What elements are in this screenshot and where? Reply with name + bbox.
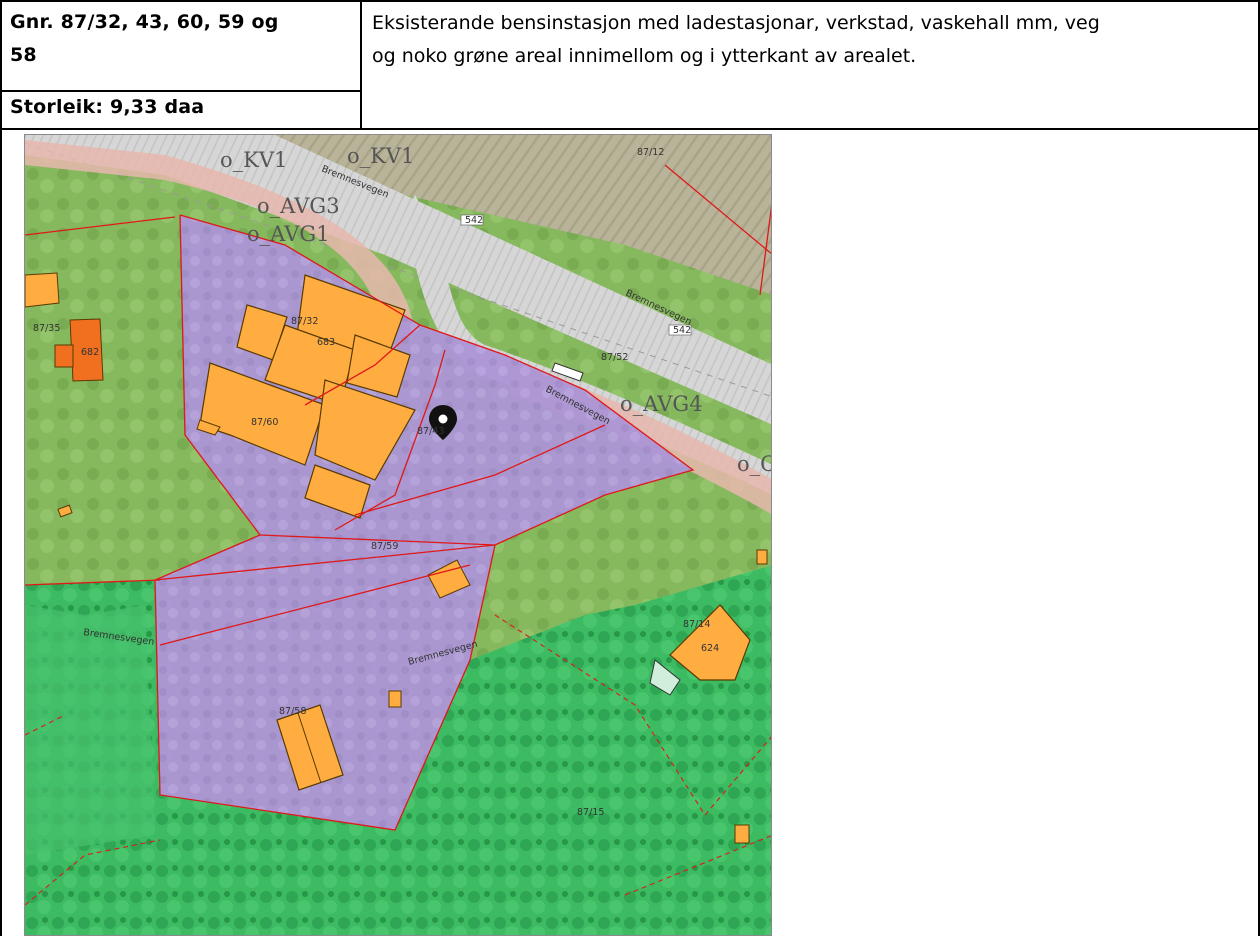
gnr-label-line1: Gnr. 87/32, 43, 60, 59 og [10, 11, 279, 33]
parcel-label: 87/58 [279, 706, 306, 717]
parcel-boundaries [25, 164, 771, 831]
road-number-badge [668, 324, 692, 336]
building-87-14 [649, 604, 751, 696]
parcel-label: 87/15 [577, 807, 604, 818]
parcel-label: 87/32 [291, 316, 318, 327]
zoning-map: o_KV1 o_KV1 o_AVG3 o_AVG1 o_AVG4 o_C 87/… [24, 134, 772, 936]
shed [734, 824, 750, 844]
road-number-badge [460, 214, 484, 226]
location-pin-icon [429, 405, 457, 440]
house-number: 682 [81, 347, 99, 358]
zone-label: o_AVG1 [247, 222, 330, 246]
parcel-label: 87/43 [417, 426, 444, 437]
description-line1: Eksisterande bensinstasjon med ladestasj… [372, 12, 1100, 34]
zone-label: o_KV1 [220, 148, 287, 172]
dashed-boundaries [25, 614, 771, 906]
building-87-59 [427, 559, 471, 599]
house-number: 683 [317, 337, 335, 348]
parcel-label: 87/60 [251, 417, 278, 428]
green-zone [25, 565, 771, 935]
parcel-label: 87/14 [683, 619, 710, 630]
parcel-label: 87/35 [33, 323, 60, 334]
road-verge-west [25, 140, 415, 340]
main-building [196, 274, 416, 519]
zone-label: o_C [737, 452, 772, 476]
house-87-35 [25, 272, 104, 382]
house-number: 624 [701, 643, 719, 654]
gnr-cell: Gnr. 87/32, 43, 60, 59 og 58 [0, 0, 362, 92]
road-number: 542 [673, 325, 691, 336]
description-line2: og noko grøne areal innimellom og i ytte… [372, 45, 917, 67]
kiosk [551, 362, 584, 382]
green-zone-west [25, 605, 155, 855]
shed [57, 504, 73, 518]
parcel-label: 87/12 [637, 147, 664, 158]
building-87-58 [276, 704, 344, 791]
gnr-label: Gnr. 87/32, 43, 60, 59 og 58 [2, 2, 360, 72]
shed [756, 549, 768, 565]
zone-label: o_AVG4 [620, 392, 703, 416]
shed [388, 690, 402, 708]
description-text: Eksisterande bensinstasjon med ladestasj… [360, 2, 1258, 73]
hatched-zone [25, 135, 771, 295]
parcel-label: 87/59 [371, 541, 398, 552]
parcel-label: 87/52 [601, 352, 628, 363]
gnr-label-line2: 58 [10, 44, 37, 66]
zone-label: o_KV1 [347, 144, 414, 168]
zone-label: o_AVG3 [257, 194, 340, 218]
road-number: 542 [465, 215, 483, 226]
map-cell [0, 128, 1260, 936]
size-label: Storleik: 9,33 daa [10, 96, 205, 118]
description-cell: Eksisterande bensinstasjon med ladestasj… [360, 0, 1260, 130]
size-cell: Storleik: 9,33 daa [0, 90, 362, 130]
